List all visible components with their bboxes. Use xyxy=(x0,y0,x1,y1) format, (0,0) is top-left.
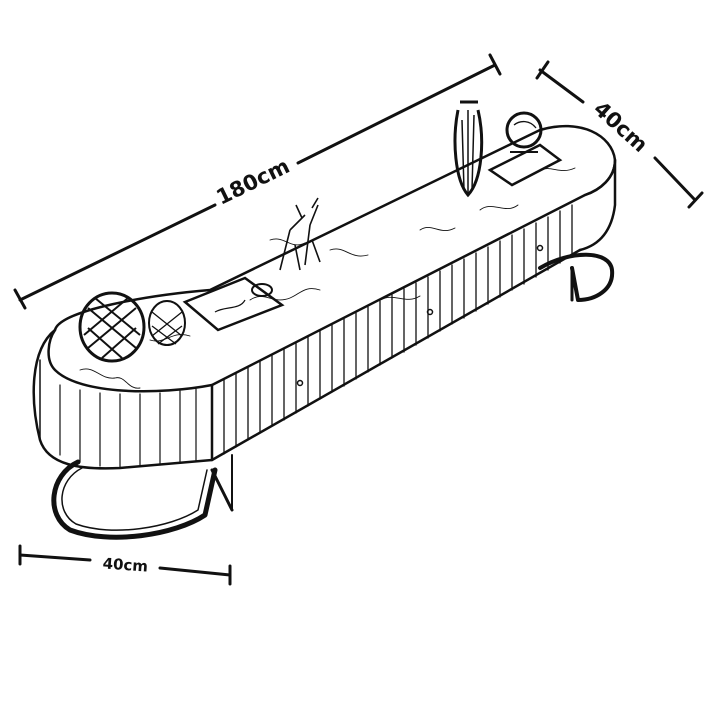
length-label: 180cm xyxy=(213,154,294,210)
book-stack xyxy=(182,276,285,332)
dimension-lines xyxy=(13,53,704,586)
drawer-knobs xyxy=(296,244,544,387)
front-bottom-edge xyxy=(210,248,582,462)
striped-vase xyxy=(453,100,484,198)
length-dimension-line-a xyxy=(18,203,217,302)
fluted-front xyxy=(223,204,573,455)
deer-figurines xyxy=(279,197,321,271)
length-dimension-line-b xyxy=(296,63,497,165)
depth-dimension-line-a xyxy=(538,68,585,104)
depth-tick-bottom xyxy=(687,191,704,209)
right-base-frame xyxy=(538,252,615,302)
depth-dimension-line-b xyxy=(653,156,697,202)
lattice-vase xyxy=(78,291,146,363)
length-tick-left xyxy=(13,288,27,310)
cabinet-drawing xyxy=(32,124,617,540)
width-dimension-line-b xyxy=(158,566,232,577)
drum-flutes xyxy=(59,384,197,468)
depth-tick-top xyxy=(535,60,550,80)
right-end xyxy=(578,158,617,252)
depth-label: 40cm xyxy=(589,97,652,157)
width-dimension-line-a xyxy=(18,553,92,562)
marble-veins xyxy=(79,167,576,389)
left-base-frame xyxy=(51,459,218,540)
textured-ball xyxy=(148,300,186,346)
decor-items xyxy=(78,100,563,363)
length-tick-right xyxy=(488,53,502,76)
width-label: 40cm xyxy=(102,554,149,575)
book-and-globe xyxy=(487,111,563,187)
